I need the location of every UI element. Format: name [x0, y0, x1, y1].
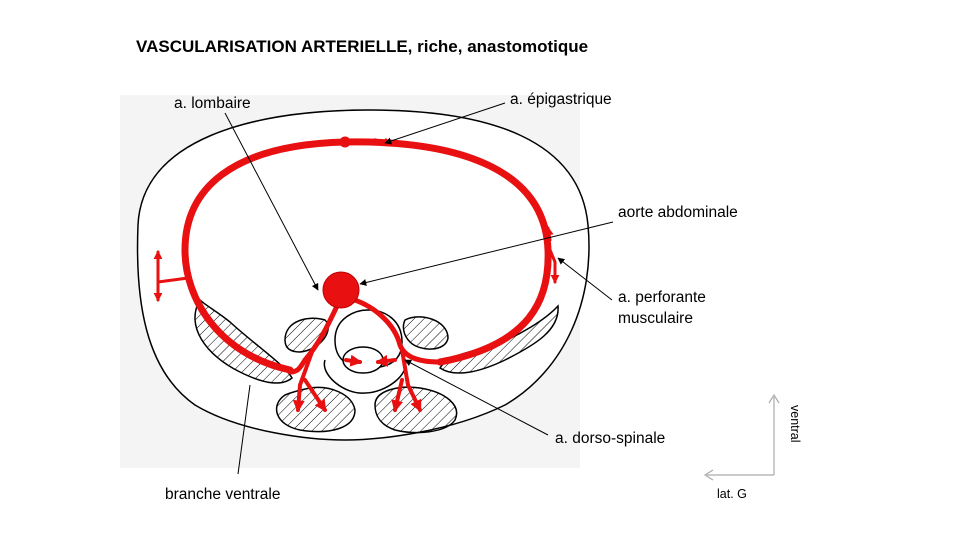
arterial-arcade: [181, 138, 552, 374]
dorsal-branch-left-b: [303, 378, 327, 412]
label-perforante-1: a. perforante: [618, 289, 706, 306]
orientation-lateral-label: lat. G: [717, 487, 747, 501]
ventral-arrowhead: [768, 393, 780, 404]
leader-perforante: [557, 257, 613, 301]
dorsal-branch-right-b: [391, 378, 404, 413]
slide-title: VASCULARISATION ARTERIELLE, riche, anast…: [136, 37, 589, 56]
dorsal-branch-right: [400, 348, 422, 413]
lumbar-artery-left: [287, 297, 343, 375]
label-aorte: aorte abdominale: [618, 204, 738, 221]
label-epigastrique: a. épigastrique: [510, 91, 612, 108]
aorta: [322, 271, 360, 309]
arterial-network: [158, 136, 555, 413]
dorsal-branch-left: [292, 350, 314, 413]
lumbar-artery-right: [345, 295, 443, 365]
leader-lombaire: [224, 112, 319, 291]
right-perforating-branch: [546, 243, 555, 282]
label-dorso-spinale: a. dorso-spinale: [555, 430, 666, 447]
orientation-axes: [703, 393, 780, 481]
epigastric-anastomosis: [339, 136, 351, 148]
leader-dorso-spinale: [404, 359, 549, 436]
leader-epigastrique: [384, 102, 506, 145]
label-perforante-2: musculaire: [618, 310, 693, 327]
label-branche-ventrale: branche ventrale: [165, 486, 281, 503]
label-lombaire: a. lombaire: [174, 95, 251, 112]
right-psoas: [402, 316, 449, 350]
leader-aorte: [359, 221, 614, 286]
orientation-ventral-label: ventral: [788, 405, 802, 443]
vertebral-arch: [323, 359, 407, 394]
dorso-spinal-right: [375, 354, 397, 367]
dorso-spinal-left: [344, 354, 363, 367]
leader-branche-ventrale: [237, 384, 251, 475]
body-outline: [136, 109, 590, 441]
lateral-arrowhead: [703, 469, 714, 481]
